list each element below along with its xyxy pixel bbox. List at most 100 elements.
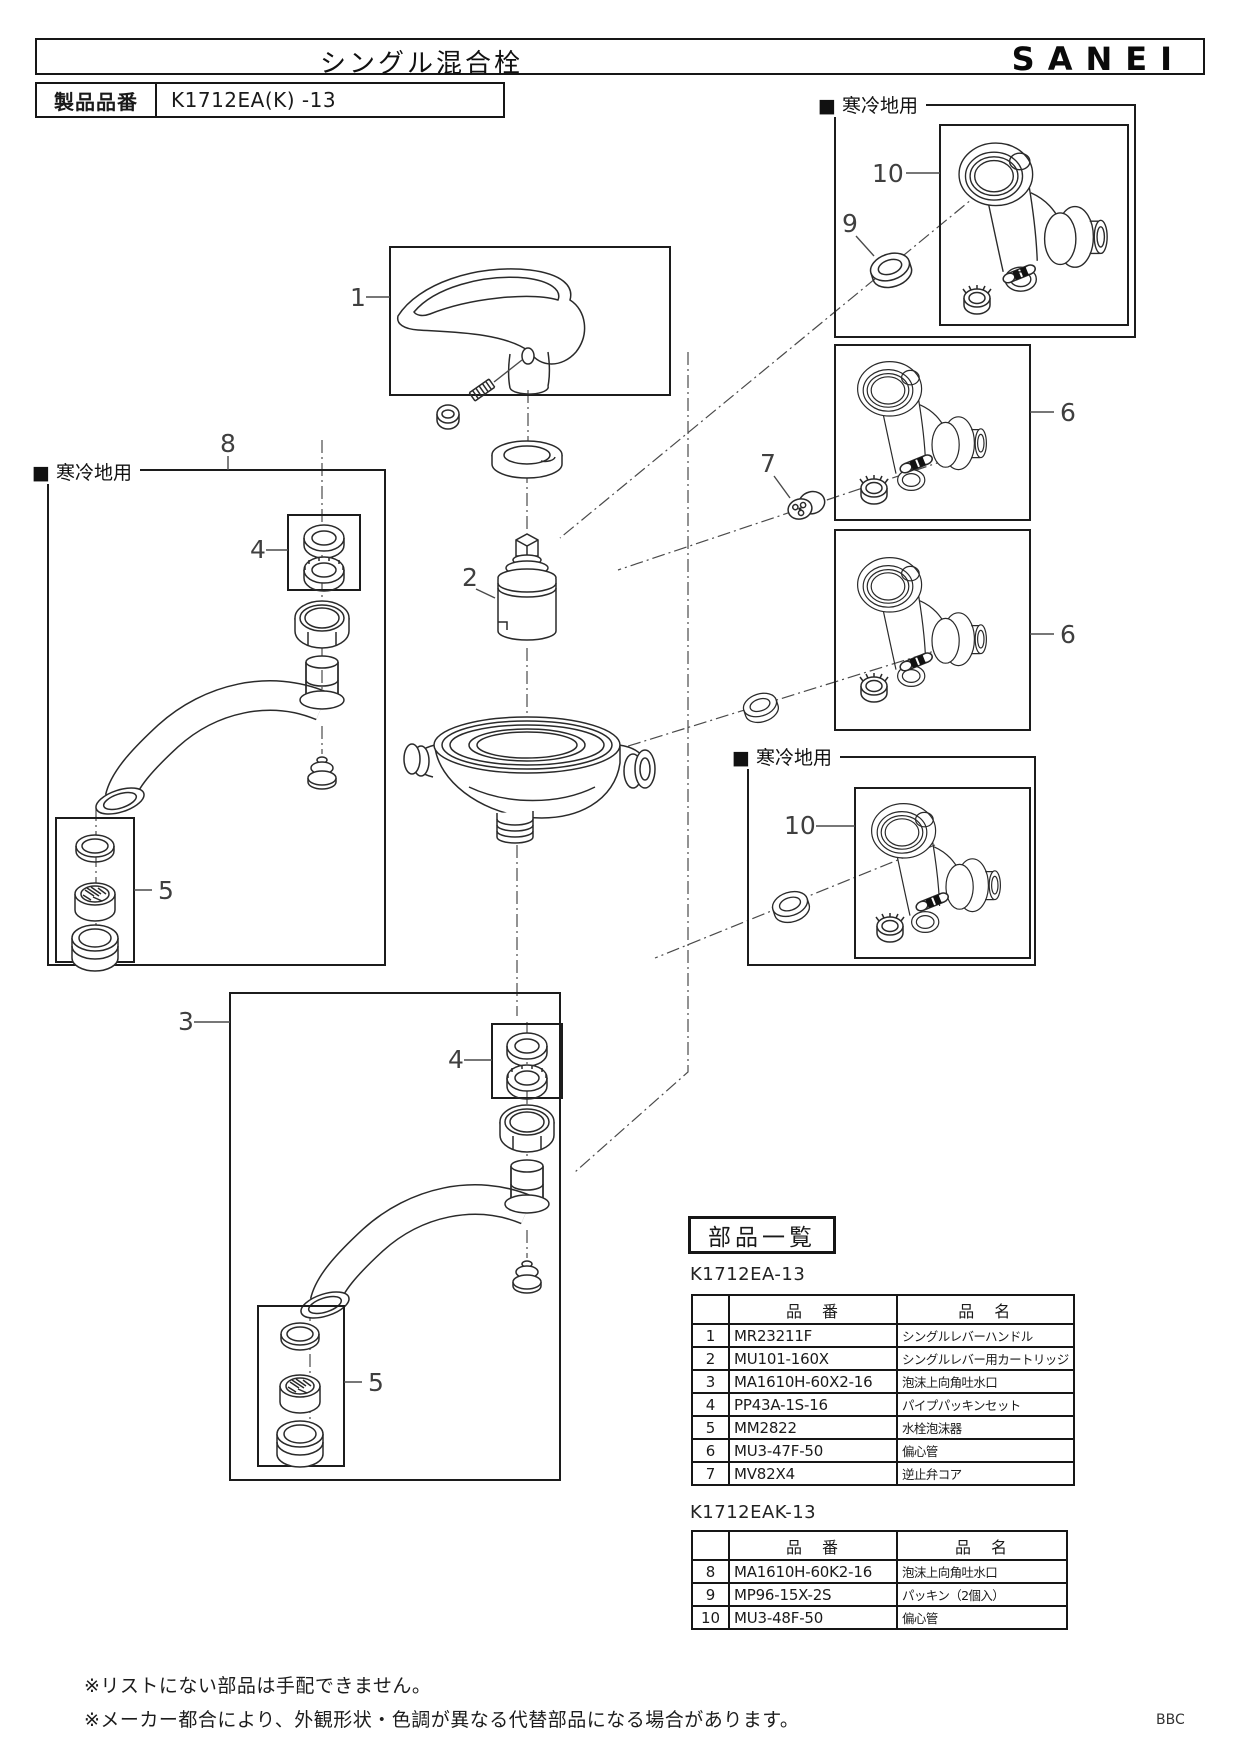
handle-cap [436, 404, 460, 430]
aerator-cup [276, 1420, 324, 1468]
part-no: 5 [691, 1415, 730, 1440]
eccentric-pipe-10 [870, 802, 1002, 934]
part-code: MU3-47F-50 [728, 1438, 898, 1463]
part-name: シングルレバー用カートリッジ [896, 1346, 1075, 1371]
cold-label-bg [814, 93, 926, 117]
pipe-packing [506, 1032, 548, 1067]
eccentric-pipe-box-b [834, 529, 1031, 731]
part-code: MR23211F [728, 1323, 898, 1348]
callout-5-left: 5 [158, 876, 174, 905]
callout-6-b: 6 [1060, 620, 1076, 649]
cap-ring [491, 440, 563, 479]
cold-region-box-bottom-right [747, 756, 1036, 966]
packing-set-box-left [287, 514, 361, 591]
part-no: 10 [691, 1605, 730, 1630]
part-name: 泡沫上向角吐水口 [896, 1369, 1075, 1394]
header-blank [691, 1294, 730, 1325]
product-number-value: K1712EA(K) -13 [171, 88, 337, 112]
table-header-row: 品 番 品 名 [691, 1294, 1075, 1325]
table-header-row: 品 番 品 名 [691, 1530, 1068, 1561]
callout-2: 2 [462, 563, 478, 592]
eccentric-pipe-box-a [834, 344, 1031, 521]
part-no: 7 [691, 1461, 730, 1486]
part-code: MP96-15X-2S [728, 1582, 898, 1607]
cold-region-label-top: ■ 寒冷地用 [818, 95, 918, 117]
aerator-mesh [74, 882, 116, 922]
part-code: PP43A-1S-16 [728, 1392, 898, 1417]
part-name: パッキン（2個入） [896, 1582, 1068, 1607]
packing [739, 688, 783, 728]
cold-region-label-left: ■ 寒冷地用 [32, 462, 132, 484]
aerator-mesh [279, 1374, 321, 1414]
eccentric-pipe-box-bottom [854, 787, 1031, 959]
cold-label-bg [28, 460, 140, 484]
part-name: 偏心管 [896, 1605, 1068, 1630]
eccentric-pipe-6 [856, 556, 988, 688]
cold-region-box-top-right [834, 104, 1136, 338]
handle-detail-box [389, 246, 671, 396]
cold-region-box-left [47, 469, 386, 966]
cartridge [497, 533, 557, 641]
callout-7: 7 [760, 449, 776, 478]
brand-logo: SANEI [1011, 40, 1185, 78]
header-part-name: 品 名 [896, 1294, 1075, 1325]
product-number-box: 製品品番 K1712EA(K) -13 [35, 82, 505, 118]
doc-code: BBC [1156, 1712, 1185, 1728]
pipe-packing [303, 524, 345, 559]
page-title: シングル混合栓 [320, 49, 524, 79]
faucet-body [403, 716, 656, 844]
callout-3: 3 [178, 1007, 194, 1036]
aerator-cup [71, 924, 119, 972]
callout-6-a: 6 [1060, 398, 1076, 427]
part-no: 3 [691, 1369, 730, 1394]
callout-10-bottom: 10 [784, 811, 816, 840]
part-name: 水栓泡沫器 [896, 1415, 1075, 1440]
part-name: パイプパッキンセット [896, 1392, 1075, 1417]
aerator-washer [280, 1322, 320, 1351]
packing [768, 886, 814, 928]
part-no: 6 [691, 1438, 730, 1463]
part-name: シングルレバーハンドル [896, 1323, 1075, 1348]
spout-cap-nut-left [294, 600, 350, 649]
spout-cap-nut-bottom [499, 1104, 555, 1153]
eccentric-pipe-6 [856, 361, 988, 491]
part-no: 2 [691, 1346, 730, 1371]
callout-4-left: 4 [250, 535, 266, 564]
callout-4-bottom: 4 [448, 1045, 464, 1074]
packing-9 [866, 247, 916, 293]
part-code: MU3-48F-50 [728, 1605, 898, 1630]
handle-set-screw [468, 378, 496, 402]
spout-detail-box [229, 992, 561, 1481]
lever-handle [396, 268, 586, 430]
callout-8: 8 [220, 429, 236, 458]
part-code: MA1610H-60X2-16 [728, 1369, 898, 1394]
part-no: 8 [691, 1559, 730, 1584]
part-no: 4 [691, 1392, 730, 1417]
callout-10-top: 10 [872, 159, 904, 188]
footnotes: ※リストにない部品は手配できません。 ※メーカー都合により、外観形状・色調が異な… [84, 1669, 799, 1737]
callout-9: 9 [842, 209, 858, 238]
aerator-washer [75, 834, 115, 863]
header-part-number: 品 番 [728, 1294, 898, 1325]
part-name: 泡沫上向角吐水口 [896, 1559, 1068, 1584]
callout-1: 1 [350, 283, 366, 312]
part-code: MU101-160X [728, 1346, 898, 1371]
model-label-2: K1712EAK-13 [690, 1502, 817, 1523]
title-bar: シングル混合栓 SANEI [35, 38, 1205, 79]
header-part-name: 品 名 [896, 1530, 1068, 1561]
footnote-2: ※メーカー都合により、外観形状・色調が異なる代替部品になる場合があります。 [84, 1709, 800, 1731]
spout-bottom [298, 1160, 549, 1323]
part-name: 逆止弁コア [896, 1461, 1075, 1486]
